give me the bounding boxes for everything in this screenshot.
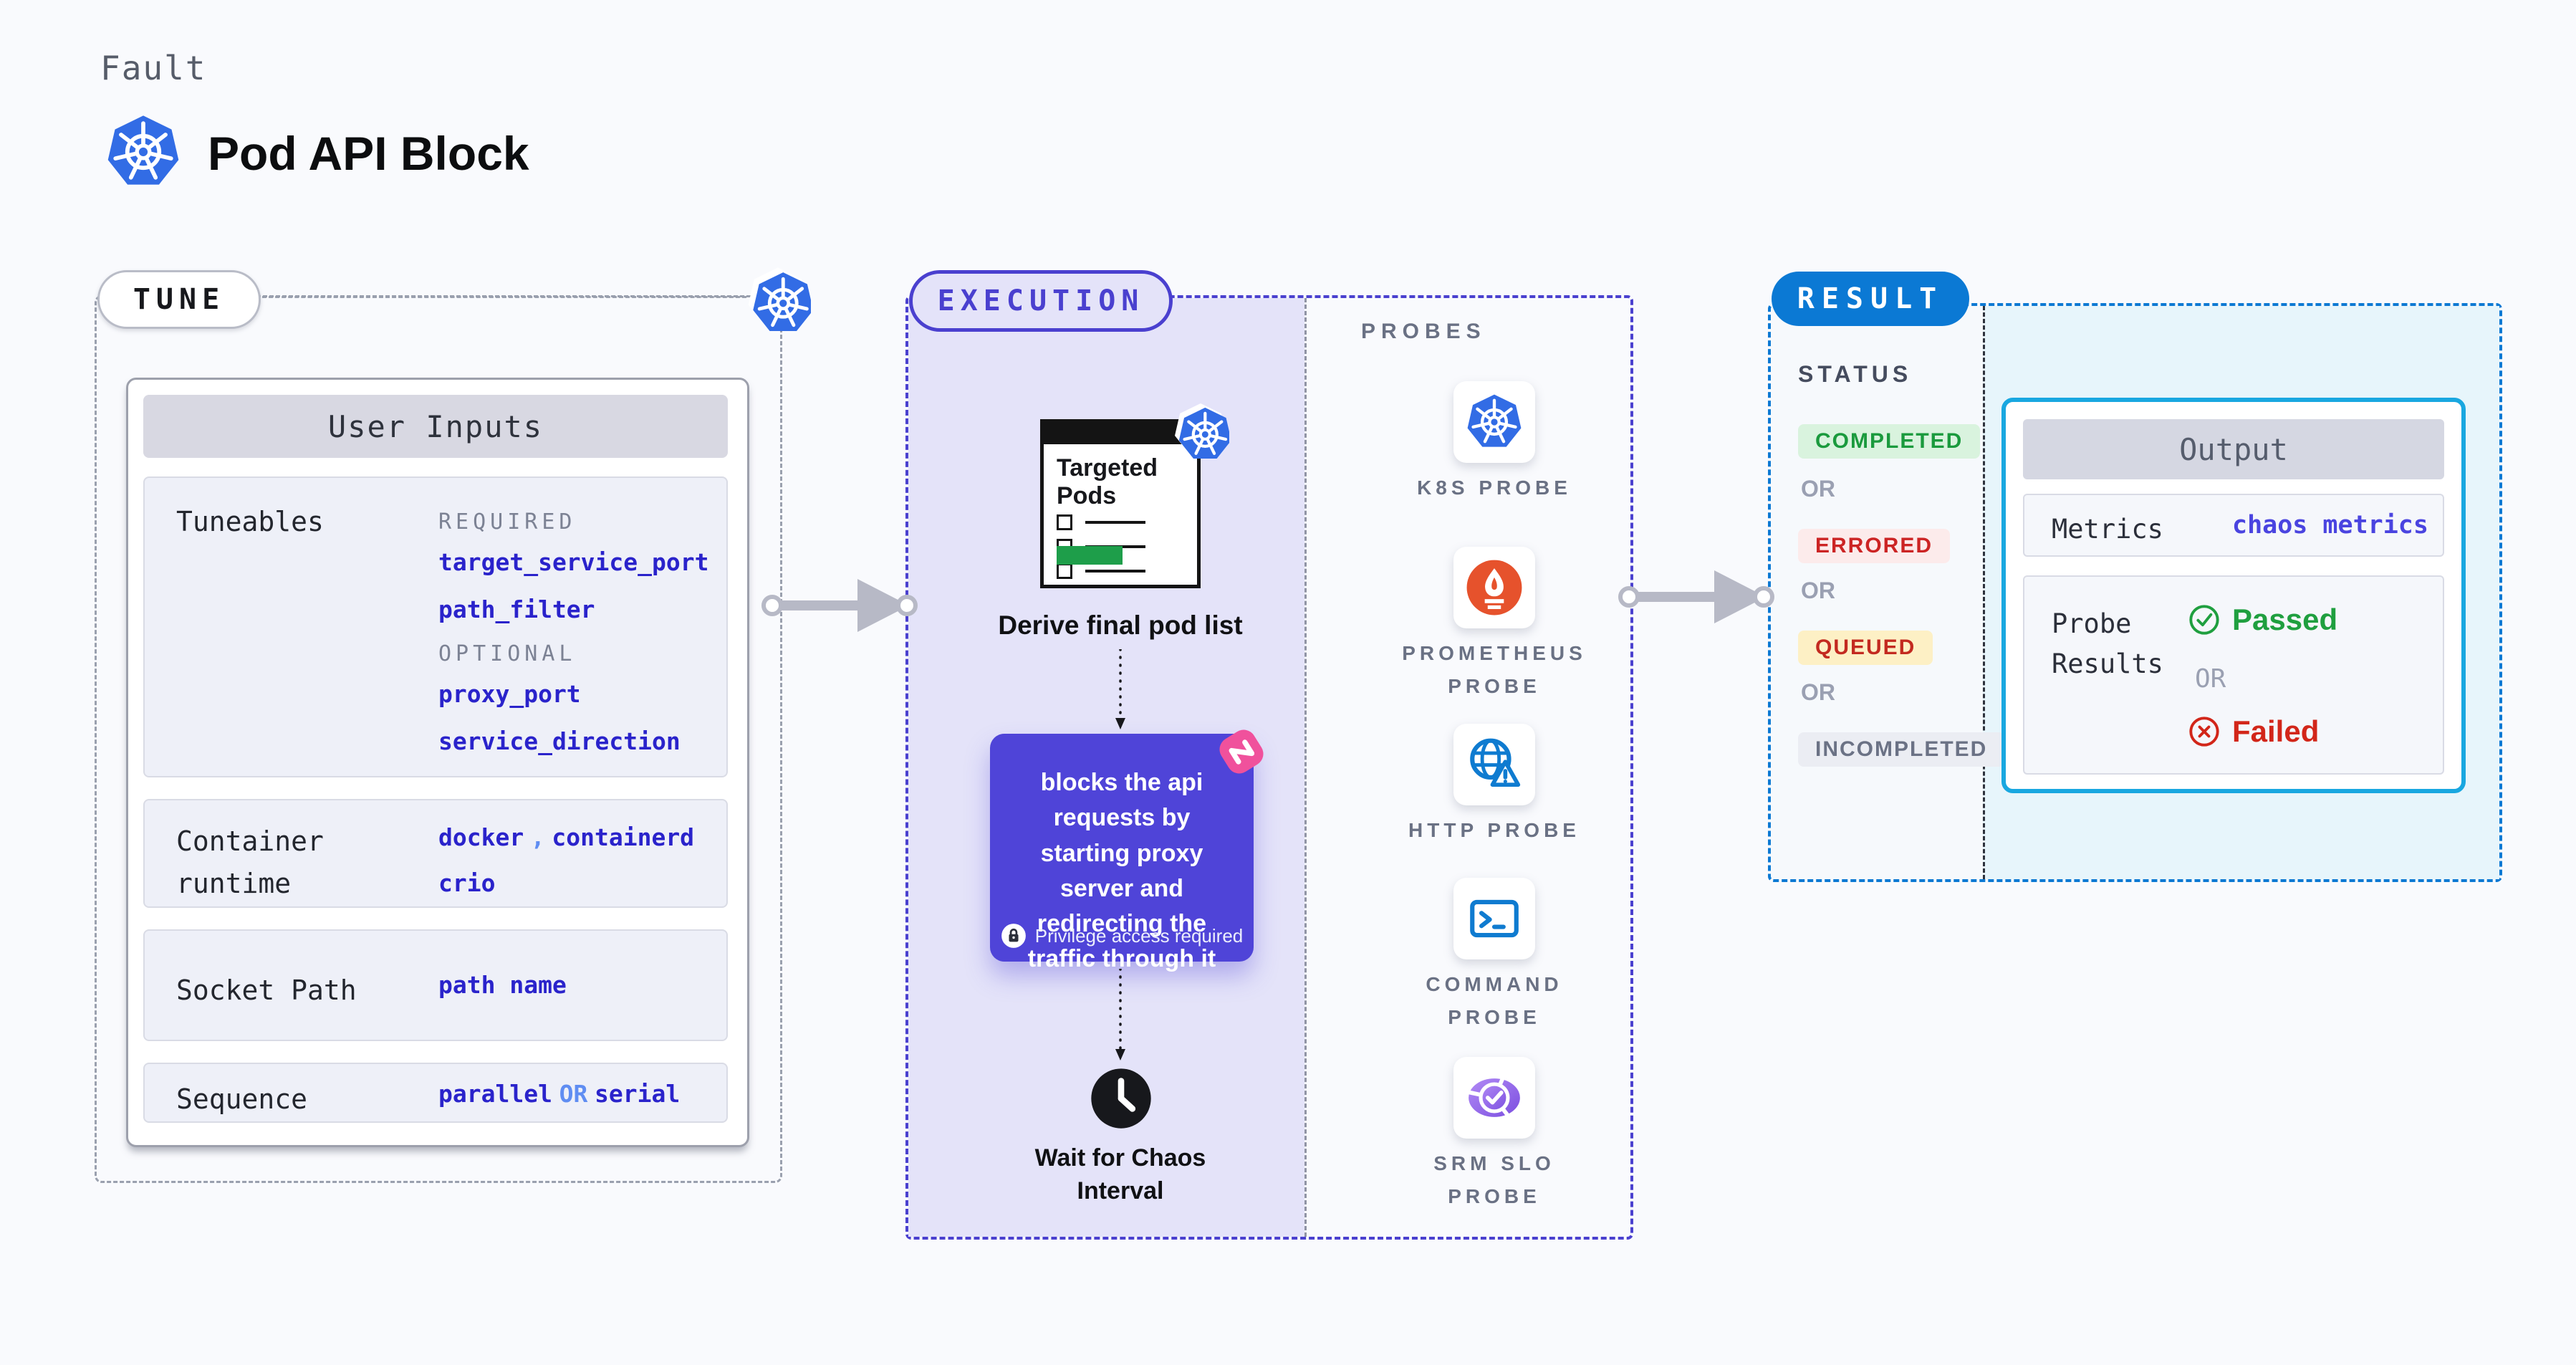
runtime-separator: , <box>530 823 545 851</box>
execution-section-label: EXECUTION <box>909 270 1173 332</box>
probe-card-k8s <box>1453 381 1535 463</box>
status-or: OR <box>1801 679 1835 705</box>
sequence-value: parallel <box>438 1080 552 1108</box>
status-label: STATUS <box>1798 361 1913 387</box>
status-badge-incompleted: INCOMPLETED <box>1798 732 2005 767</box>
fault-eyebrow: Fault <box>100 49 207 87</box>
status-badge-errored: ERRORED <box>1798 529 1951 563</box>
metrics-row: Metrics chaos metrics <box>2023 494 2444 557</box>
status-or: OR <box>1801 476 1835 502</box>
probe-results-label: Probe Results <box>2052 608 2163 679</box>
runtime-value: crio <box>438 869 496 897</box>
result-divider <box>1983 306 1985 879</box>
page-title: Pod API Block <box>208 127 529 180</box>
sequence-value: serial <box>594 1080 681 1108</box>
terminal-icon <box>1465 889 1524 948</box>
passed-label: Passed <box>2232 603 2338 636</box>
checkbox-icon <box>1057 563 1072 579</box>
kubernetes-icon <box>1465 393 1524 451</box>
privilege-badge-label: Privilege access required <box>1034 924 1244 947</box>
fault-action-box: blocks the api requests by starting prox… <box>990 734 1254 972</box>
required-tag: REQUIRED <box>438 509 577 535</box>
targeted-pods-title: Targeted Pods <box>1057 454 1158 510</box>
kubernetes-icon <box>1172 401 1229 459</box>
probe-results-row: Probe Results Passed OR Failed <box>2023 575 2444 775</box>
user-inputs-header: User Inputs <box>143 395 728 458</box>
output-card: Output Metrics chaos metrics Probe Resul… <box>2001 398 2466 793</box>
container-runtime-values: docker , containerd <box>438 823 694 851</box>
prometheus-icon <box>1465 558 1524 617</box>
passed-result: Passed <box>2188 603 2337 637</box>
sequence-or: OR <box>559 1080 588 1108</box>
lock-icon <box>1001 923 1027 949</box>
tuneables-label: Tuneables <box>176 506 324 537</box>
probe-results-or: OR <box>2195 664 2226 694</box>
tuneable-value: proxy_port <box>438 680 581 708</box>
runtime-value: containerd <box>552 823 695 851</box>
probes-panel <box>1304 298 1630 1237</box>
derive-pod-list-caption: Derive final pod list <box>998 610 1243 640</box>
metrics-label: Metrics <box>2052 514 2163 545</box>
tune-to-execution-arrow <box>761 566 918 645</box>
x-circle-icon <box>2188 715 2221 748</box>
tuneables-row: Tuneables REQUIRED target_service_port p… <box>143 476 728 777</box>
privilege-badge: Privilege access required <box>990 923 1254 949</box>
http-globe-warning-icon <box>1465 735 1524 794</box>
clock-icon <box>1088 1065 1154 1131</box>
output-header: Output <box>2023 419 2444 479</box>
targeted-pods-titlebar <box>1044 423 1197 444</box>
fault-action-text: blocks the api requests by starting prox… <box>1027 769 1216 973</box>
optional-tag: OPTIONAL <box>438 641 577 666</box>
tuneable-value: path_filter <box>438 595 595 623</box>
probes-label: PROBES <box>1361 320 1486 343</box>
list-line <box>1085 521 1145 524</box>
container-runtime-row: Container runtime docker , containerd cr… <box>143 799 728 908</box>
failed-result: Failed <box>2188 714 2319 749</box>
probe-label: SRM SLO PROBE <box>1433 1152 1555 1208</box>
container-runtime-label: Container runtime <box>176 825 324 899</box>
sequence-values: parallel OR serial <box>438 1080 680 1108</box>
probe-card-http <box>1453 724 1535 805</box>
tune-dashed-connector <box>262 296 746 298</box>
probe-label: K8S PROBE <box>1417 476 1572 499</box>
tuneable-value: service_direction <box>438 727 681 755</box>
wait-chaos-caption: Wait for Chaos Interval <box>1034 1144 1206 1204</box>
down-dotted-arrow <box>1115 969 1125 1060</box>
status-or: OR <box>1801 578 1835 603</box>
targeted-pods-card: Targeted Pods <box>1040 419 1201 588</box>
check-circle-icon <box>2188 603 2221 636</box>
socket-path-row: Socket Path path name <box>143 929 728 1041</box>
kubernetes-icon <box>105 113 182 191</box>
probe-label: COMMAND PROBE <box>1426 973 1563 1029</box>
result-section-label: RESULT <box>1772 272 1969 326</box>
status-badge-completed: COMPLETED <box>1798 424 1981 459</box>
green-progress-bar <box>1057 546 1123 565</box>
socket-path-value: path name <box>438 971 567 999</box>
sequence-row: Sequence parallel OR serial <box>143 1063 728 1123</box>
probe-card-command <box>1453 878 1535 959</box>
metrics-value: chaos metrics <box>2232 511 2428 540</box>
chaos-pink-icon <box>1213 724 1269 780</box>
checkbox-icon <box>1057 514 1072 530</box>
list-line <box>1085 570 1145 573</box>
execution-to-result-arrow <box>1618 557 1775 636</box>
socket-path-label: Socket Path <box>176 974 357 1006</box>
probe-label: HTTP PROBE <box>1408 819 1580 841</box>
slo-pie-check-icon <box>1465 1068 1524 1127</box>
runtime-value: docker <box>438 823 524 851</box>
status-badge-queued: QUEUED <box>1798 631 1933 665</box>
tune-section-label: TUNE <box>97 270 261 329</box>
tuneable-value: target_service_port <box>438 548 709 576</box>
failed-label: Failed <box>2232 714 2320 748</box>
probe-card-srm-slo <box>1453 1057 1535 1139</box>
probe-card-prometheus <box>1453 547 1535 628</box>
kubernetes-icon <box>745 265 811 331</box>
probe-label: PROMETHEUS PROBE <box>1402 642 1587 698</box>
sequence-label: Sequence <box>176 1083 308 1115</box>
down-dotted-arrow <box>1115 649 1125 729</box>
